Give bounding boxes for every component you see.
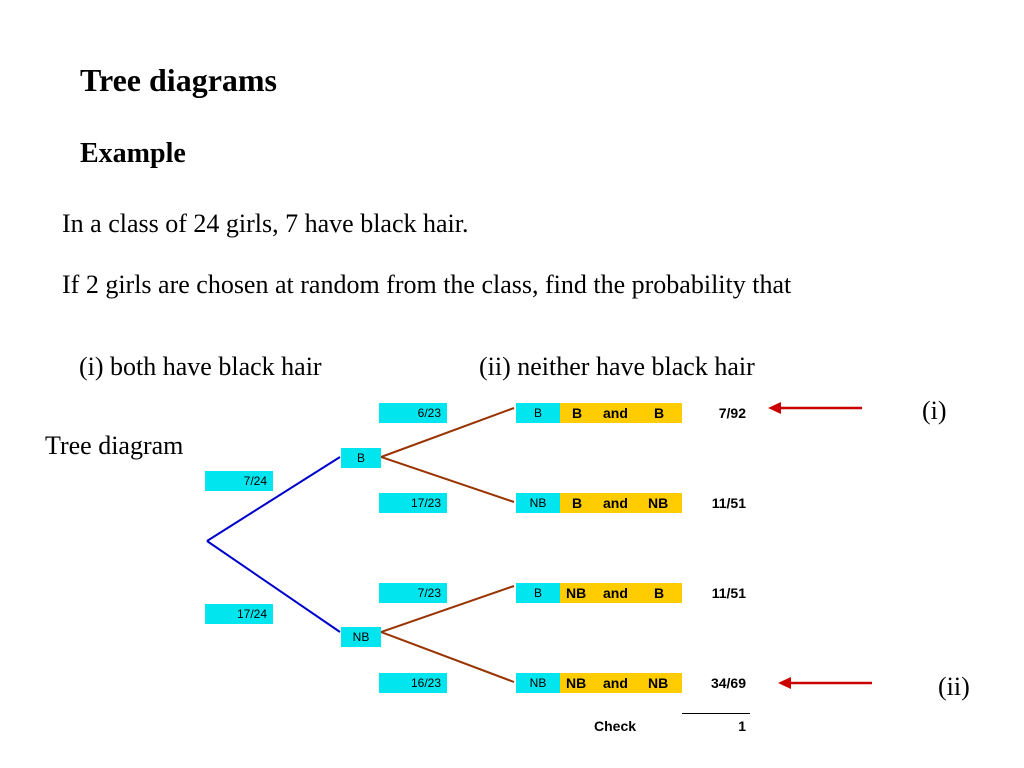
node-nbnb: NB xyxy=(516,673,560,693)
result-nbnb: 34/69 xyxy=(710,675,746,691)
page-title: Tree diagrams xyxy=(80,62,277,98)
second-prob-bnb: 17/23 xyxy=(379,493,447,513)
problem-question: If 2 girls are chosen at random from the… xyxy=(62,270,792,299)
outcome-first: NB xyxy=(566,675,587,691)
example-heading: Example xyxy=(80,138,186,169)
outcome-second: B xyxy=(654,405,665,421)
node-b: B xyxy=(341,448,381,468)
check-label: Check xyxy=(594,718,637,734)
answer-tag-ii: (ii) xyxy=(938,672,970,701)
outcome-first: NB xyxy=(566,585,587,601)
outcome-b-and-nb: B and NB xyxy=(560,493,682,513)
outcome-second: NB xyxy=(648,675,669,691)
part-ii-text: (ii) neither have black hair xyxy=(479,352,755,381)
outcome-first: B xyxy=(572,405,583,421)
arrow-icon-ii xyxy=(778,677,872,689)
tree-diagram-label: Tree diagram xyxy=(45,431,184,460)
check-value: 1 xyxy=(738,718,746,734)
arrow-icon-i xyxy=(768,402,862,414)
outcome-b-and-b: B and B xyxy=(560,403,682,423)
part-i-text: (i) both have black hair xyxy=(79,352,322,381)
outcome-second: B xyxy=(654,585,665,601)
node-bb: B xyxy=(516,403,560,423)
first-prob-nb: 17/24 xyxy=(205,604,273,624)
outcome-nb-and-nb: NB and NB xyxy=(560,673,682,693)
result-nbb: 11/51 xyxy=(711,585,746,601)
branch-root-to-nb xyxy=(206,540,341,633)
outcome-and: and xyxy=(603,495,628,511)
second-prob-bb: 6/23 xyxy=(379,403,447,423)
branch-nb-to-b xyxy=(380,585,515,633)
result-bnb: 11/51 xyxy=(711,495,746,511)
branch-b-to-nb xyxy=(380,456,515,503)
outcome-nb-and-b: NB and B xyxy=(560,583,682,603)
second-prob-nbnb: 16/23 xyxy=(379,673,447,693)
outcome-and: and xyxy=(603,405,628,421)
branch-root-to-b xyxy=(206,456,341,542)
outcome-second: NB xyxy=(648,495,669,511)
problem-statement: In a class of 24 girls, 7 have black hai… xyxy=(62,209,469,238)
outcome-and: and xyxy=(603,675,628,691)
sum-underline xyxy=(682,713,750,714)
branch-b-to-b xyxy=(380,407,515,458)
result-bb: 7/92 xyxy=(718,405,746,421)
node-nbb: B xyxy=(516,583,560,603)
outcome-and: and xyxy=(603,585,628,601)
answer-tag-i: (i) xyxy=(922,396,947,425)
node-nb: NB xyxy=(341,627,381,647)
branch-nb-to-nb xyxy=(380,631,515,683)
node-bnb: NB xyxy=(516,493,560,513)
second-prob-nbb: 7/23 xyxy=(379,583,447,603)
first-prob-b: 7/24 xyxy=(205,471,273,491)
outcome-first: B xyxy=(572,495,583,511)
